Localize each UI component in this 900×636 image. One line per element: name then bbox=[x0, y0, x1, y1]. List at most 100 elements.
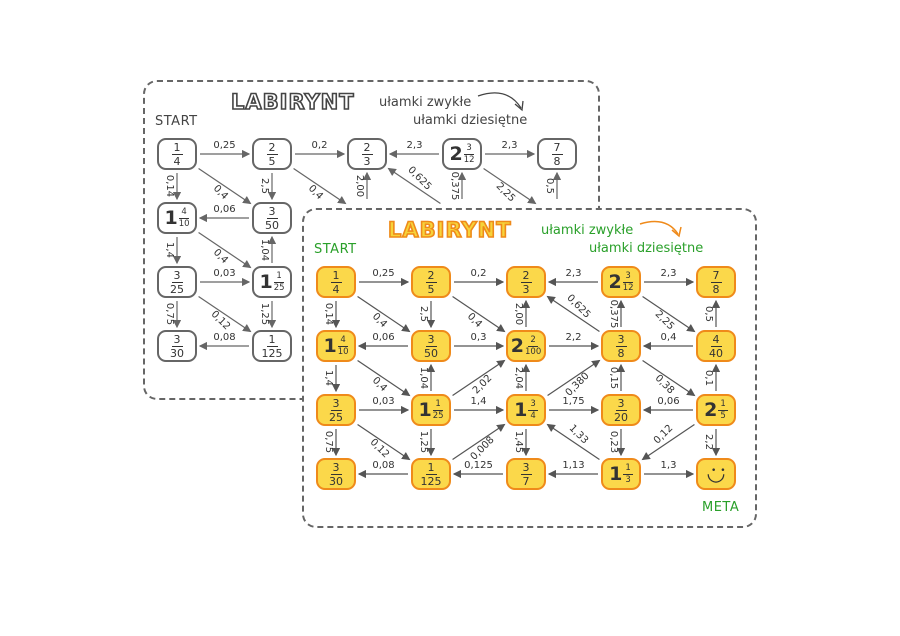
denominator: 30 bbox=[329, 474, 343, 488]
arrow-label: 1,45 bbox=[513, 430, 524, 454]
numerator: 3 bbox=[528, 398, 538, 411]
arrow-label: 0,23 bbox=[608, 430, 619, 454]
arrows-layer bbox=[331, 277, 721, 479]
denominator: 8 bbox=[553, 154, 561, 168]
arrow-label: 0,5 bbox=[703, 306, 714, 322]
whole-number: 1 bbox=[164, 206, 178, 229]
numerator: 2 bbox=[425, 268, 437, 283]
title-labirynt: LABIRYNT bbox=[387, 217, 512, 243]
numerator: 3 bbox=[266, 204, 278, 219]
arrow-label: 2,3 bbox=[501, 140, 518, 151]
arrow-label: 2,3 bbox=[660, 268, 677, 279]
whole-number: 2 bbox=[510, 334, 524, 357]
smiley-face-icon: ◡ bbox=[706, 461, 726, 486]
arrow-label: 0,06 bbox=[657, 396, 680, 407]
whole-number: 2 bbox=[449, 142, 463, 165]
arrow-label: 2,04 bbox=[513, 366, 524, 390]
arrow-b03-b14 bbox=[483, 168, 537, 205]
denominator: 12 bbox=[622, 282, 634, 293]
numerator: 3 bbox=[330, 460, 342, 475]
arrow-label: 0,25 bbox=[372, 268, 395, 279]
arrow-label: 1,4 bbox=[323, 370, 334, 386]
numerator: 3 bbox=[171, 268, 183, 283]
numerator: 3 bbox=[464, 142, 474, 155]
arrow-label: 0,15 bbox=[608, 366, 619, 390]
subtitle-line1: ułamki zwykłe bbox=[541, 223, 634, 238]
arrow-label: 0,08 bbox=[213, 332, 236, 343]
denominator: 25 bbox=[432, 410, 444, 421]
numerator: 1 bbox=[171, 140, 183, 155]
arrow-label: 1,04 bbox=[418, 366, 429, 390]
numerator: 1 bbox=[433, 398, 443, 411]
whole-number: 1 bbox=[609, 462, 623, 485]
arrow-label: 0,06 bbox=[213, 204, 236, 215]
title-labirynt: LABIRYNT bbox=[230, 89, 355, 115]
arrow-b01-b12 bbox=[293, 168, 347, 205]
subtitle-line2: ułamki dziesiętne bbox=[413, 113, 528, 128]
numerator: 2 bbox=[266, 140, 278, 155]
numerator: 2 bbox=[528, 334, 538, 347]
arrow-label: 0,2 bbox=[311, 140, 328, 151]
numerator: 1 bbox=[330, 268, 342, 283]
denominator: 3 bbox=[625, 474, 631, 485]
numerator: 3 bbox=[623, 270, 633, 283]
whole-number: 2 bbox=[704, 398, 718, 421]
arrow-label: 0,4 bbox=[660, 332, 677, 343]
whole-number: 1 bbox=[323, 334, 337, 357]
numerator: 1 bbox=[718, 398, 728, 411]
arrow-label: 0,25 bbox=[213, 140, 236, 151]
denominator: 12 bbox=[463, 154, 475, 165]
numerator: 1 bbox=[266, 332, 278, 347]
arrow-label: 1,4 bbox=[164, 242, 175, 258]
arrow-label: 1,25 bbox=[259, 302, 270, 326]
arrow-label: 0,75 bbox=[323, 430, 334, 454]
arrow-label: 2,00 bbox=[513, 302, 524, 326]
numerator: 3 bbox=[171, 332, 183, 347]
denominator: 4 bbox=[173, 154, 181, 168]
denominator: 8 bbox=[712, 282, 720, 296]
numerator: 4 bbox=[710, 332, 722, 347]
fraction-box: ◡•• bbox=[696, 458, 736, 490]
arrow-f22-f13 bbox=[547, 359, 601, 396]
numerator: 3 bbox=[520, 460, 532, 475]
denominator: 25 bbox=[170, 282, 184, 296]
whole-number: 1 bbox=[514, 398, 528, 421]
denominator: 4 bbox=[530, 410, 536, 421]
numerator: 7 bbox=[710, 268, 722, 283]
denominator: 125 bbox=[420, 474, 442, 488]
denominator: 50 bbox=[424, 346, 438, 360]
arrow-label: 0,375 bbox=[608, 299, 619, 329]
whole-number: 2 bbox=[608, 270, 622, 293]
